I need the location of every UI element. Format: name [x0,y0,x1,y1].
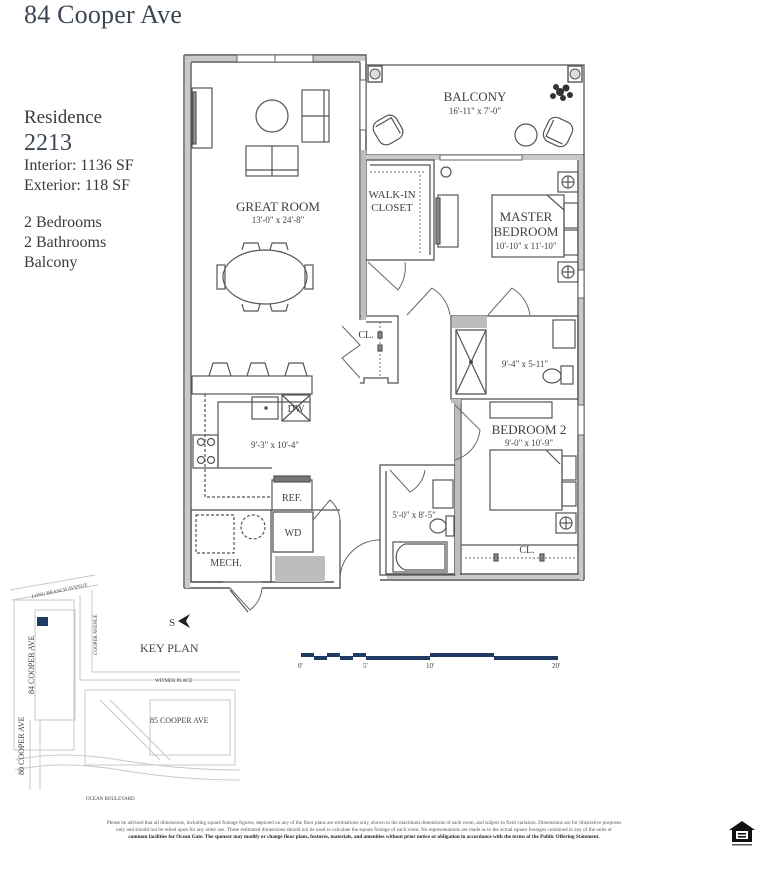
scale-tick-10: 10' [426,662,434,670]
disclaimer-line-2: only and should not be relied upon for a… [115,826,613,833]
great-room-label: GREAT ROOM [236,199,320,214]
key-plan-map [9,574,241,790]
hall-closet-label: CL. [358,330,373,341]
master-bedroom-label-2: BEDROOM [493,224,558,239]
compass-letter: S [169,617,175,629]
bedroom2-label: BEDROOM 2 [492,422,567,437]
exterior-area: Exterior: 118 SF [24,177,131,194]
bedroom2-dims: 9'-0" x 10'-9" [505,438,553,448]
balcony-dims: 16'-11" x 7'-0" [449,106,502,116]
feature-bathrooms: 2 Bathrooms [24,234,107,251]
bath2-dims: 5'-0" x 8'-5" [392,510,436,520]
master-bath-dims: 9'-4" x 5-11" [502,359,548,369]
bedroom2-closet-label: CL. [519,545,534,556]
balcony-label: BALCONY [444,89,507,104]
key-plan-title: KEY PLAN [140,641,199,655]
street-witmer-place: WITMER PLACE [155,679,192,684]
equal-housing-icon [729,821,755,846]
furniture [191,84,579,573]
walk-in-label-2: CLOSET [371,202,413,214]
building-title: 84 Cooper Ave [24,0,183,29]
compass-arrow-icon [178,614,190,628]
interior-area: Interior: 1136 SF [24,157,134,174]
building-84-cooper: 84 COOPER AVE [27,635,36,694]
feature-bedrooms: 2 Bedrooms [24,214,102,231]
great-room-dims: 13'-0" x 24'-8" [252,215,305,225]
dishwasher-label: DW [288,404,305,415]
residence-label: Residence [24,107,103,128]
scale-tick-20: 20' [552,662,560,670]
disclaimer-line-1: Please be advised that all dimensions, i… [106,820,622,826]
feature-balcony: Balcony [24,254,78,271]
kitchen-dims: 9'-3" x 10'-4" [251,440,299,450]
door-swings [229,261,531,611]
ref-label: REF. [282,493,302,504]
master-bedroom-dims: 10'-10" x 11'-10" [495,241,557,251]
walk-in-label-1: WALK-IN [368,189,415,201]
unit-location-marker [37,617,48,626]
legal-disclaimer: Please be advised that all dimensions, i… [14,820,714,840]
residence-number: 2213 [24,130,72,156]
residence-info: Residence 2213 Interior: 1136 SF Exterio… [24,106,134,273]
scale-tick-5: 5' [363,662,368,670]
building-85-cooper: 85 COOPER AVE [150,716,209,725]
scale-bar [301,653,558,660]
laundry-label: WD [285,528,302,539]
mech-label: MECH. [210,558,241,569]
master-bedroom-label-1: MASTER [500,209,553,224]
street-cooper-avenue: COOPER AVENUE [94,614,99,655]
scale-tick-0: 0' [298,662,303,670]
street-ocean-boulevard: OCEAN BOULEVARD [86,797,135,802]
building-80-cooper: 80 COOPER AVE [17,716,26,775]
disclaimer-line-3: common facilities for Ocean Gate. The sp… [128,833,600,840]
